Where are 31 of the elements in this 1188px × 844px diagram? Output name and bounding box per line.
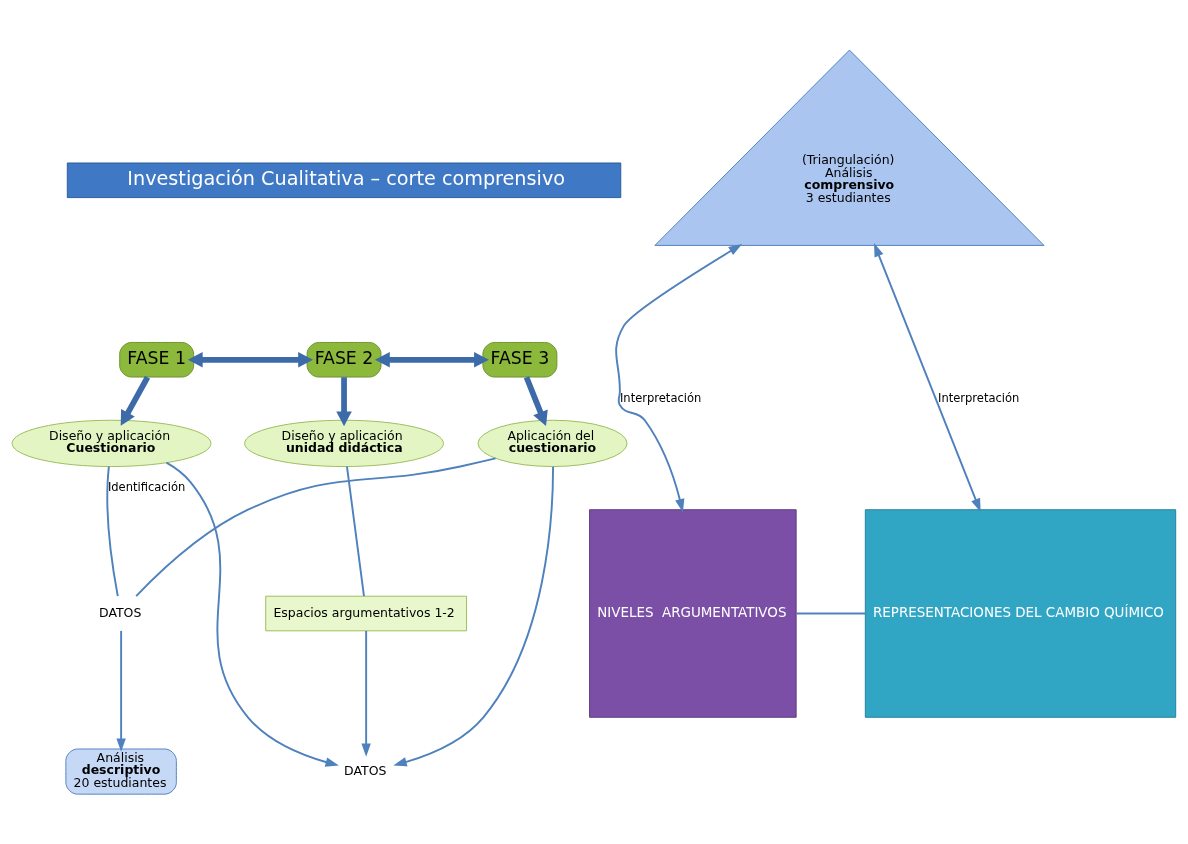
- arrow: [336, 377, 352, 427]
- arrow: [523, 376, 548, 427]
- node-box: FASE 3: [482, 341, 558, 378]
- node-ellipse: Diseño y aplicación unidad didáctica: [244, 419, 444, 467]
- node-ellipse: Aplicación del cuestionario: [477, 419, 628, 467]
- node-text: DATOS: [99, 604, 142, 620]
- node-box: Análisis descriptivo 20 estudiantes: [65, 748, 177, 795]
- edge-label: Interpretación: [938, 390, 1020, 405]
- connector: [106, 465, 119, 598]
- arrow: [187, 351, 314, 368]
- connector: [346, 465, 365, 598]
- connector: [795, 612, 866, 615]
- arrow: [116, 629, 126, 752]
- arrow: [874, 243, 981, 513]
- node-box: NIVELES ARGUMENTATIVOS: [589, 509, 797, 718]
- edge-label: Interpretación: [619, 390, 702, 405]
- edge-label: Identificación: [107, 480, 186, 495]
- arrow: [165, 461, 339, 767]
- arrow: [361, 629, 371, 757]
- node-box: REPRESENTACIONES DEL CAMBIO QUÍMICO: [864, 509, 1177, 718]
- node-ellipse: Diseño y aplicación Cuestionario: [11, 419, 212, 467]
- arrow: [615, 244, 743, 513]
- arrow: [393, 465, 555, 767]
- arrow: [120, 375, 151, 426]
- node-box: FASE 2: [306, 341, 382, 378]
- connector: [135, 457, 497, 598]
- node-box: Investigación Cualitativa – corte comprensivo: [66, 162, 622, 199]
- node-text: DATOS: [344, 762, 387, 778]
- arrow: [374, 351, 489, 368]
- node-box: Espacios argumentativos 1-2: [265, 595, 468, 632]
- node-box: FASE 1: [119, 341, 195, 378]
